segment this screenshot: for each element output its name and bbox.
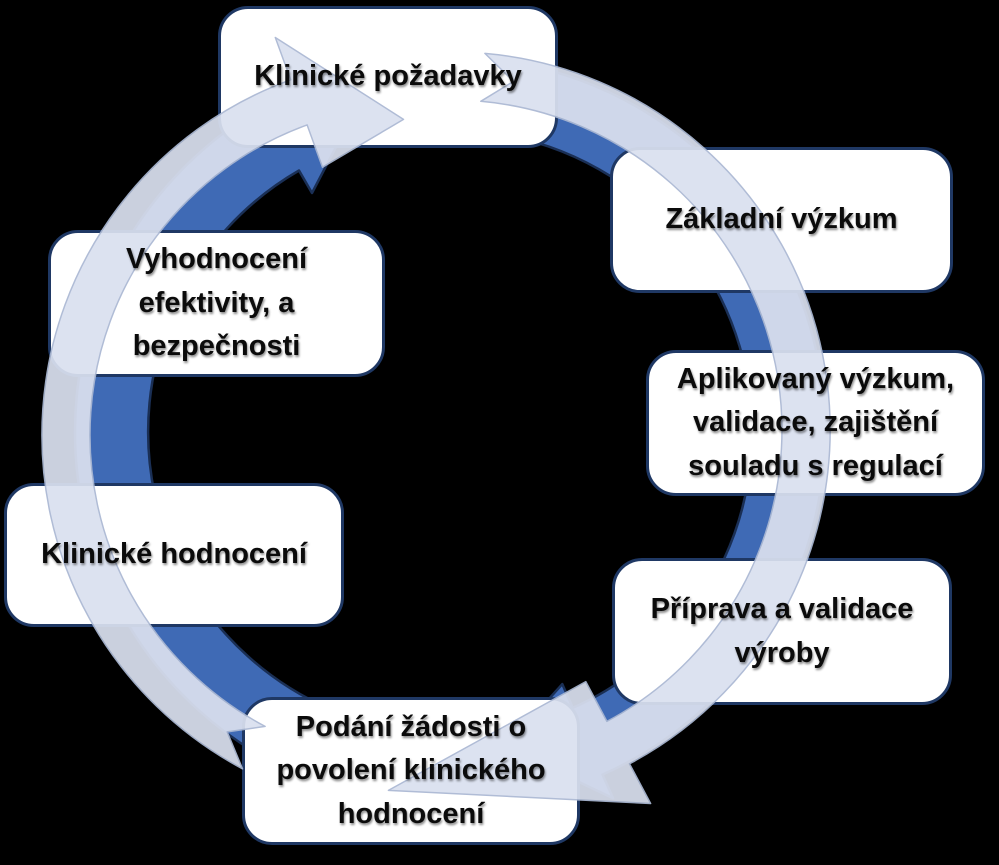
node-label-aplikovany-vyzkum: Aplikovaný výzkum, validace, zajištění s… bbox=[676, 362, 955, 482]
node-label-klinicke-hodnoceni: Klinické hodnocení bbox=[41, 538, 307, 571]
node-label-priprava-vyroby: Příprava a validace výroby bbox=[650, 593, 914, 669]
node-label-zakladni-vyzkum: Základní výzkum bbox=[665, 203, 898, 236]
node-label-klinicke-pozadavky: Klinické požadavky bbox=[254, 60, 522, 93]
node-label-podani-zadosti: Podání žádosti o povolení klinického hod… bbox=[276, 710, 546, 830]
node-label-vyhodnoceni: Vyhodnocení efektivity, a bezpečnosti bbox=[126, 243, 307, 363]
